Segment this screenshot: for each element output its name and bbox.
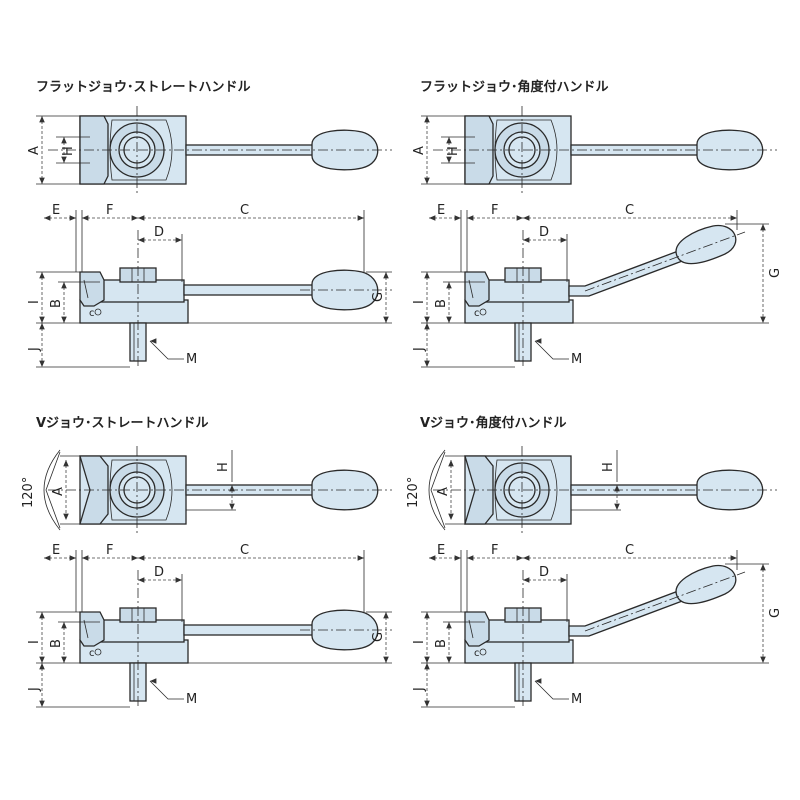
label-m: M xyxy=(571,692,582,707)
label-a: A xyxy=(412,146,427,155)
label-c: C xyxy=(240,543,249,558)
label-d: D xyxy=(154,565,164,580)
label-f: F xyxy=(106,203,113,218)
label-g: G xyxy=(371,632,386,642)
label-b: B xyxy=(434,639,449,648)
label-d: D xyxy=(154,225,164,240)
side-view: E F C D I J Bc G M xyxy=(27,543,392,708)
label-f: F xyxy=(491,543,498,558)
label-c: C xyxy=(240,203,249,218)
label-b: B xyxy=(49,639,64,648)
label-i: I xyxy=(27,640,42,644)
label-m: M xyxy=(186,692,197,707)
label-i: I xyxy=(412,300,427,304)
label-g: G xyxy=(768,268,783,278)
label-c-small: c xyxy=(89,308,95,319)
label-b: B xyxy=(49,299,64,308)
label-h: H xyxy=(446,146,461,156)
label-j: J xyxy=(27,347,42,352)
side-view: E F C D I J Bc G M xyxy=(412,543,783,708)
panel-title-v-angled: Vジョウ･角度付ハンドル xyxy=(420,416,567,431)
label-e: E xyxy=(52,543,60,558)
label-a: A xyxy=(51,487,66,496)
panel-title-v-straight: Vジョウ･ストレートハンドル xyxy=(36,416,209,431)
label-m: M xyxy=(186,352,197,367)
top-view: A 120° H xyxy=(21,446,392,534)
panel-title-flat-straight: フラットジョウ･ストレートハンドル xyxy=(36,80,251,95)
side-view: E F C D I J Bc G M xyxy=(412,203,783,368)
label-e: E xyxy=(437,203,445,218)
label-h: H xyxy=(601,462,616,472)
label-c: C xyxy=(625,203,634,218)
label-f: F xyxy=(106,543,113,558)
label-f: F xyxy=(491,203,498,218)
label-a: A xyxy=(436,487,451,496)
label-e: E xyxy=(52,203,60,218)
label-a: A xyxy=(27,146,42,155)
label-120: 120° xyxy=(406,477,421,508)
label-e: E xyxy=(437,543,445,558)
side-view: E F C D I J Bc G M xyxy=(27,203,392,368)
label-i: I xyxy=(27,300,42,304)
label-j: J xyxy=(412,347,427,352)
label-h: H xyxy=(216,462,231,472)
label-d: D xyxy=(539,565,549,580)
label-m: M xyxy=(571,352,582,367)
label-d: D xyxy=(539,225,549,240)
label-j: J xyxy=(27,687,42,692)
label-i: I xyxy=(412,640,427,644)
label-j: J xyxy=(412,687,427,692)
panel-title-flat-angled: フラットジョウ･角度付ハンドル xyxy=(420,80,609,95)
top-view: A 120° H xyxy=(406,446,777,534)
label-120: 120° xyxy=(21,477,36,508)
label-g: G xyxy=(768,608,783,618)
label-c-small: c xyxy=(474,308,480,319)
label-b: B xyxy=(434,299,449,308)
label-g: G xyxy=(371,292,386,302)
label-c-small: c xyxy=(89,648,95,659)
label-h: H xyxy=(61,146,76,156)
panel-v-straight: A 120° H E F C D I J Bc G M xyxy=(21,446,392,708)
panel-v-angled: A 120° H E F C D I J Bc G M xyxy=(406,446,783,708)
label-c: C xyxy=(625,543,634,558)
label-c-small: c xyxy=(474,648,480,659)
